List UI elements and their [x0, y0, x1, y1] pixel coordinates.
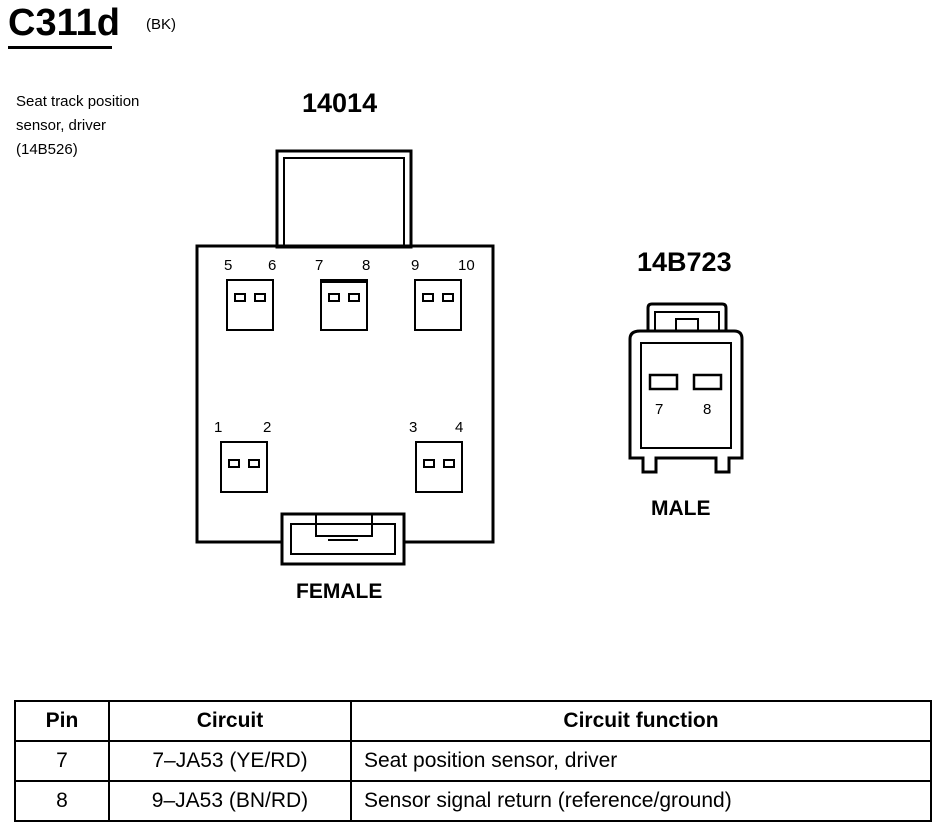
- female-connector-body: [195, 244, 495, 544]
- pin-table: Pin Circuit Circuit function 7 7–JA53 (Y…: [14, 700, 932, 822]
- female-top-latch: [275, 149, 413, 249]
- pin-cell: 7: [14, 740, 110, 782]
- female-pin-label: 6: [268, 257, 276, 274]
- connector-title: C311d: [8, 2, 120, 44]
- female-terminal: [414, 279, 462, 331]
- female-pin-label: 4: [455, 419, 463, 436]
- function-cell: Sensor signal return (reference/ground): [350, 780, 932, 822]
- female-label: FEMALE: [296, 580, 383, 603]
- component-description: Seat track position sensor, driver (14B5…: [16, 90, 139, 162]
- description-line: Seat track position: [16, 93, 140, 110]
- table-row: 7 7–JA53 (YE/RD) Seat position sensor, d…: [14, 740, 932, 782]
- male-connector-body: [628, 302, 744, 474]
- connector-color-code: (BK): [146, 16, 176, 33]
- female-terminal: [320, 279, 368, 331]
- pin-cell: 8: [14, 780, 110, 822]
- female-pin-label: 2: [263, 419, 271, 436]
- female-pin-label: 9: [411, 257, 419, 274]
- female-pin-label: 1: [214, 419, 222, 436]
- female-pin-label: 5: [224, 257, 232, 274]
- table-row: 8 9–JA53 (BN/RD) Sensor signal return (r…: [14, 780, 932, 822]
- male-pin-label: 8: [703, 401, 711, 418]
- female-pin-label: 8: [362, 257, 370, 274]
- male-pin-label: 7: [655, 401, 663, 418]
- function-cell: Seat position sensor, driver: [350, 740, 932, 782]
- title-underline: [8, 46, 112, 49]
- description-line: (14B526): [16, 141, 78, 158]
- female-bottom-latch: [280, 512, 406, 566]
- male-part-number: 14B723: [637, 247, 732, 277]
- circuit-cell: 7–JA53 (YE/RD): [108, 740, 352, 782]
- female-part-number: 14014: [302, 88, 378, 118]
- female-terminal: [415, 441, 463, 493]
- male-terminal: [692, 373, 723, 391]
- female-terminal: [220, 441, 268, 493]
- female-pin-label: 3: [409, 419, 417, 436]
- header-circuit-function: Circuit function: [350, 700, 932, 742]
- female-pin-label: 7: [315, 257, 323, 274]
- female-pin-label: 10: [458, 257, 475, 274]
- circuit-cell: 9–JA53 (BN/RD): [108, 780, 352, 822]
- header-pin: Pin: [14, 700, 110, 742]
- header-circuit: Circuit: [108, 700, 352, 742]
- description-line: sensor, driver: [16, 117, 107, 134]
- male-label: MALE: [651, 497, 711, 520]
- male-terminal: [648, 373, 679, 391]
- female-terminal: [226, 279, 274, 331]
- table-header-row: Pin Circuit Circuit function: [14, 700, 932, 742]
